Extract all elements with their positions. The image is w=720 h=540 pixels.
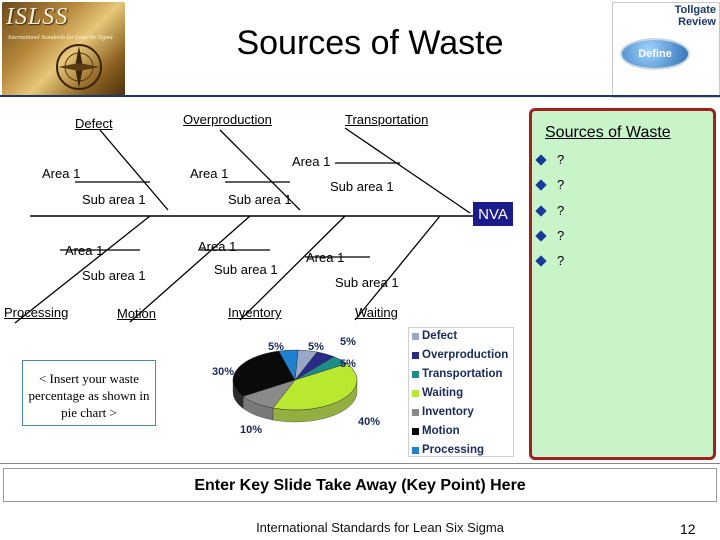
diamond-bullet-icon (535, 229, 547, 242)
area-label: Area 1 (42, 166, 81, 181)
legend-item: Defect (412, 330, 457, 342)
pie-value-label: 5% (268, 341, 284, 353)
pie-value-label: 10% (240, 424, 262, 436)
sub-area-label: Sub area 1 (330, 179, 394, 194)
category-overproduction: Overproduction (183, 112, 272, 127)
islss-logo (2, 2, 125, 96)
source-bullet: ? (535, 177, 564, 192)
category-transportation: Transportation (345, 112, 429, 127)
diamond-bullet-icon (535, 153, 547, 166)
sub-area-label: Sub area 1 (228, 192, 292, 207)
key-point-box[interactable] (3, 468, 717, 502)
area-label: Area 1 (292, 154, 331, 169)
sub-area-label: Sub area 1 (82, 268, 146, 283)
footer-text: International Standards for Lean Six Sig… (256, 520, 504, 535)
page-number: 12 (680, 521, 696, 537)
sources-panel (529, 108, 716, 460)
nva-head-box: NVA (473, 202, 513, 226)
insert-percentage-note[interactable]: < Insert your waste percentage as shown … (22, 360, 156, 426)
area-label: Area 1 (190, 166, 229, 181)
header-divider (0, 95, 720, 97)
legend-item: Waiting (412, 387, 463, 399)
source-bullet: ? (535, 152, 564, 167)
legend-item: Transportation (412, 368, 503, 380)
area-label: Area 1 (198, 239, 237, 254)
legend-swatch (412, 370, 419, 378)
sources-title: Sources of Waste (545, 124, 671, 141)
category-waiting: Waiting (355, 305, 398, 320)
tollgate-review-label: Tollgate Review (674, 4, 716, 28)
pie-slice-processing (278, 349, 299, 381)
category-defect: Defect (75, 116, 113, 131)
logo-subtitle: International Standards for Lean Six Sig… (8, 35, 113, 41)
pie-value-label: 30% (212, 366, 234, 378)
diamond-bullet-icon (535, 204, 547, 217)
area-label: Area 1 (65, 243, 104, 258)
pie-slice-motion (232, 350, 296, 397)
pie-value-label: 5% (308, 341, 324, 353)
bottom-divider (0, 463, 720, 464)
legend-item: Overproduction (412, 349, 508, 361)
pie-legend (408, 327, 514, 457)
define-button[interactable]: Define (620, 38, 690, 70)
sub-area-label: Sub area 1 (335, 275, 399, 290)
key-point-text: Enter Key Slide Take Away (Key Point) He… (194, 477, 526, 494)
legend-swatch (412, 351, 419, 359)
legend-swatch (412, 389, 419, 397)
category-motion: Motion (117, 306, 157, 321)
pie-value-label: 5% (340, 336, 356, 348)
compass-icon (56, 44, 102, 90)
sub-area-label: Sub area 1 (82, 192, 146, 207)
diamond-bullet-icon (535, 178, 547, 191)
legend-swatch (412, 427, 419, 435)
legend-item: Processing (412, 444, 484, 456)
category-inventory: Inventory (228, 305, 282, 320)
logo-text: ISLSS (6, 4, 69, 30)
legend-swatch (412, 446, 419, 454)
pie-value-label: 40% (358, 416, 380, 428)
diamond-bullet-icon (535, 254, 547, 267)
waste-pie-chart: 5% 5% 5% 40% 10% 30% 5% (212, 336, 380, 436)
page-title: Sources of Waste (236, 24, 504, 62)
category-processing: Processing (4, 305, 69, 320)
legend-swatch (412, 408, 419, 416)
legend-swatch (412, 332, 419, 340)
pie-slice-waiting (272, 363, 358, 411)
sub-area-label: Sub area 1 (214, 262, 278, 277)
legend-item: Inventory (412, 406, 474, 418)
legend-item: Motion (412, 425, 460, 437)
area-label: Area 1 (306, 250, 345, 265)
source-bullet: ? (535, 253, 564, 268)
source-bullet: ? (535, 228, 564, 243)
pie-value-label: 5% (340, 358, 356, 370)
source-bullet: ? (535, 203, 564, 218)
